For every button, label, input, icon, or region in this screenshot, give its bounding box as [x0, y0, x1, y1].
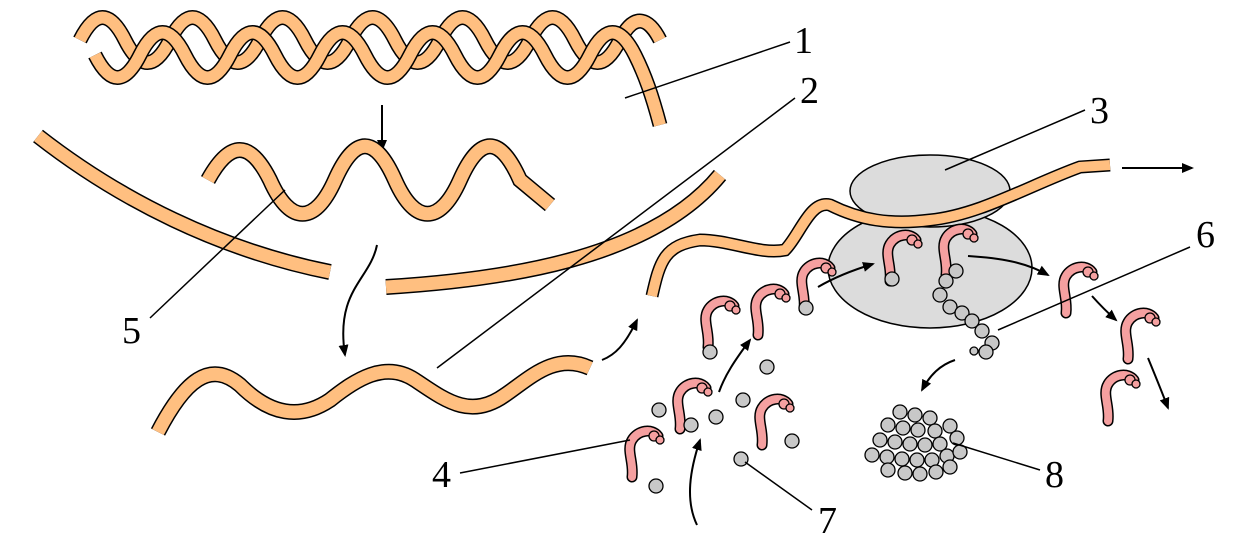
leader-lines: [149, 41, 1191, 511]
amino-acid: [784, 433, 800, 449]
amino-acid: [651, 402, 667, 418]
arrow-trna-release-2: [1147, 357, 1170, 410]
trna: [1106, 375, 1140, 421]
amino-acid: [648, 478, 664, 494]
label-1: 1: [794, 20, 813, 62]
nuclear-membrane: [33, 129, 727, 295]
label-8: 8: [1045, 454, 1064, 496]
arrow-trna-exit: [967, 255, 1050, 276]
free-amino-acids: [648, 271, 900, 494]
ribosome: [827, 154, 1033, 329]
arrow-trna-to-ribosome: [817, 262, 875, 288]
process-arrows: [688, 255, 1170, 526]
arrow-trna-charging: [718, 338, 752, 393]
label-2: 2: [800, 70, 819, 112]
amino-acid: [733, 451, 749, 467]
arrow-nuclear-export: [338, 244, 378, 357]
amino-acid: [735, 392, 751, 408]
amino-acid: [683, 417, 699, 433]
pre-mrna-strand: [200, 138, 556, 222]
amino-acid: [702, 344, 718, 360]
amino-acid: [759, 359, 775, 375]
arrow-to-ribosome: [601, 318, 638, 361]
label-4: 4: [432, 454, 451, 496]
folded-protein: [864, 404, 968, 482]
trna: [1064, 267, 1098, 313]
trna: [756, 289, 790, 335]
mrna-strand: [150, 355, 594, 436]
amino-acid: [708, 409, 724, 425]
amino-acid: [798, 300, 814, 316]
trna: [706, 301, 740, 347]
label-3: 3: [1090, 90, 1109, 132]
trna: [630, 431, 664, 477]
arrow-trna-release-1: [1091, 295, 1118, 322]
mrna-on-ribosome: [645, 158, 1111, 298]
label-5: 5: [122, 310, 141, 352]
arrow-amino-acid-uptake: [688, 438, 702, 526]
label-6: 6: [1196, 214, 1215, 256]
polypeptide-chain: [932, 263, 1000, 360]
label-7: 7: [818, 500, 837, 542]
trna: [1126, 313, 1160, 359]
arrow-protein-folding: [921, 359, 956, 392]
amino-acid: [884, 271, 900, 287]
dna-double-helix: [73, 10, 668, 127]
